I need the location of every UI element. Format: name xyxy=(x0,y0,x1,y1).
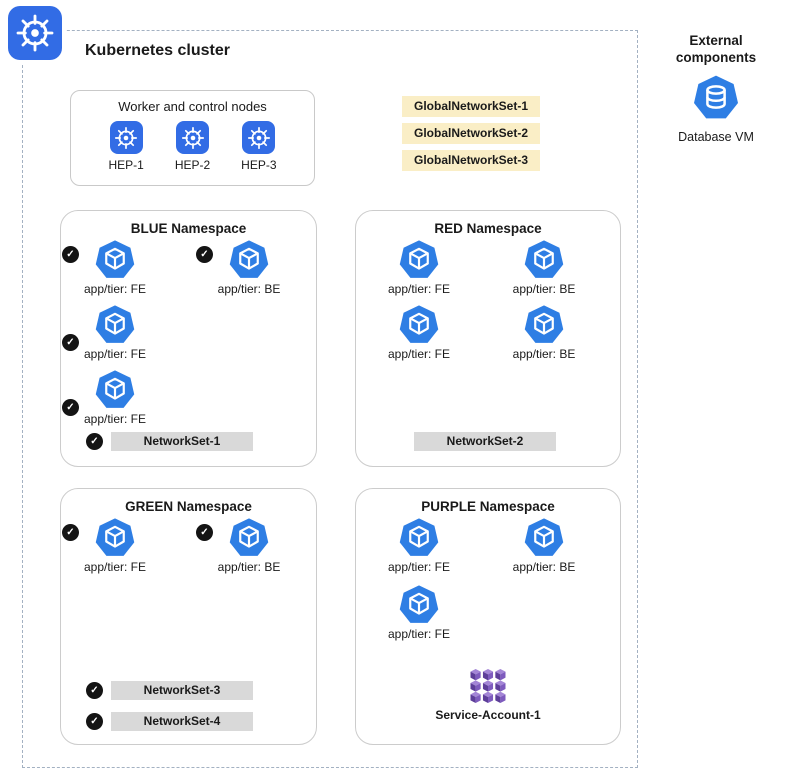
node-hep-1: HEP-1 xyxy=(108,121,144,172)
pod-green-fe-1: app/tier: FE xyxy=(62,517,160,574)
networkset-chip: NetworkSet-2 xyxy=(414,432,556,451)
check-icon xyxy=(86,433,103,450)
pod-label: app/tier: BE xyxy=(217,282,281,296)
global-networkset-chip: GlobalNetworkSet-3 xyxy=(402,150,540,171)
pod-blue-be-1: app/tier: BE xyxy=(196,239,294,296)
pod-blue-fe-3: app/tier: FE xyxy=(62,369,160,426)
pod-label: app/tier: FE xyxy=(387,282,451,296)
kubernetes-node-icon xyxy=(176,121,209,154)
check-icon xyxy=(196,246,213,263)
nodes-panel-title: Worker and control nodes xyxy=(118,99,267,114)
kubernetes-node-icon xyxy=(109,121,143,154)
pod-icon xyxy=(522,304,566,346)
external-components-title: External components xyxy=(675,33,757,65)
pod-icon xyxy=(93,369,137,411)
node-label: HEP-1 xyxy=(108,158,144,172)
node-label: HEP-3 xyxy=(241,158,277,172)
pod-label: app/tier: BE xyxy=(217,560,281,574)
pod-red-fe-2: app/tier: FE xyxy=(374,304,464,361)
pod-label: app/tier: BE xyxy=(512,282,576,296)
pod-icon xyxy=(227,517,271,559)
namespace-title: BLUE Namespace xyxy=(130,221,247,236)
pod-label: app/tier: BE xyxy=(512,560,576,574)
namespace-title: PURPLE Namespace xyxy=(421,499,555,514)
pod-icon xyxy=(93,517,137,559)
node-label: HEP-2 xyxy=(174,158,211,172)
node-hep-3: HEP-3 xyxy=(241,121,277,172)
check-icon xyxy=(62,399,79,416)
namespace-title: RED Namespace xyxy=(434,221,542,236)
pod-purple-fe-1: app/tier: FE xyxy=(374,517,464,574)
service-account-block: Service-Account-1 xyxy=(356,669,620,722)
pod-label: app/tier: FE xyxy=(83,347,147,361)
pod-icon xyxy=(227,239,271,281)
worker-control-nodes-panel: Worker and control nodes HEP-1 HEP-2 HEP… xyxy=(70,90,315,186)
pod-icon xyxy=(397,584,441,626)
pod-icon xyxy=(522,239,566,281)
namespace-blue: BLUE Namespace app/tier: FE app/tier: BE… xyxy=(60,210,317,467)
pod-icon xyxy=(397,239,441,281)
cluster-title: Kubernetes cluster xyxy=(85,42,230,59)
pod-icon xyxy=(397,304,441,346)
pod-blue-fe-1: app/tier: FE xyxy=(62,239,160,296)
pod-label: app/tier: FE xyxy=(83,282,147,296)
pod-label: app/tier: FE xyxy=(387,627,451,641)
kubernetes-cluster-boundary xyxy=(22,30,638,768)
check-icon xyxy=(196,524,213,541)
check-icon xyxy=(86,713,103,730)
networkset-chip: NetworkSet-4 xyxy=(111,712,253,731)
pod-label: app/tier: FE xyxy=(83,412,147,426)
database-vm-icon xyxy=(691,74,741,122)
pod-label: app/tier: FE xyxy=(387,560,451,574)
pod-icon xyxy=(522,517,566,559)
pod-icon xyxy=(93,304,137,346)
namespace-title: GREEN Namespace xyxy=(125,499,252,514)
namespace-green: GREEN Namespace app/tier: FE app/tier: B… xyxy=(60,488,317,745)
networkset-row: NetworkSet-4 xyxy=(86,712,253,731)
global-networkset-chip: GlobalNetworkSet-2 xyxy=(402,123,540,144)
pod-label: app/tier: FE xyxy=(83,560,147,574)
service-account-icon xyxy=(470,669,506,703)
node-hep-2: HEP-2 xyxy=(175,121,210,172)
database-vm-label: Database VM xyxy=(678,130,754,144)
check-icon xyxy=(62,524,79,541)
pod-icon xyxy=(397,517,441,559)
pod-icon xyxy=(93,239,137,281)
pod-blue-fe-2: app/tier: FE xyxy=(62,304,160,361)
pod-red-be-1: app/tier: BE xyxy=(499,239,589,296)
nodes-row: HEP-1 HEP-2 HEP-3 xyxy=(71,121,314,172)
pod-red-fe-1: app/tier: FE xyxy=(374,239,464,296)
namespace-purple: PURPLE Namespace app/tier: FE app/tier: … xyxy=(355,488,621,745)
kubernetes-node-icon xyxy=(242,121,276,154)
networkset-chip: NetworkSet-3 xyxy=(111,681,253,700)
networkset-row: NetworkSet-2 xyxy=(414,432,556,451)
pod-green-be-1: app/tier: BE xyxy=(196,517,294,574)
check-icon xyxy=(62,334,79,351)
pod-red-be-2: app/tier: BE xyxy=(499,304,589,361)
check-icon xyxy=(62,246,79,263)
namespace-red: RED Namespace app/tier: FE app/tier: BE … xyxy=(355,210,621,467)
pod-purple-be-1: app/tier: BE xyxy=(499,517,589,574)
check-icon xyxy=(86,682,103,699)
service-account-label: Service-Account-1 xyxy=(435,708,541,722)
pod-label: app/tier: BE xyxy=(512,347,576,361)
networkset-row: NetworkSet-1 xyxy=(86,432,253,451)
pod-purple-fe-2: app/tier: FE xyxy=(374,584,464,641)
kubernetes-logo-icon xyxy=(8,6,62,60)
networkset-row: NetworkSet-3 xyxy=(86,681,253,700)
pod-label: app/tier: FE xyxy=(387,347,451,361)
global-networkset-chip: GlobalNetworkSet-1 xyxy=(402,96,540,117)
global-networkset-list: GlobalNetworkSet-1 GlobalNetworkSet-2 Gl… xyxy=(402,96,540,171)
networkset-chip: NetworkSet-1 xyxy=(111,432,253,451)
